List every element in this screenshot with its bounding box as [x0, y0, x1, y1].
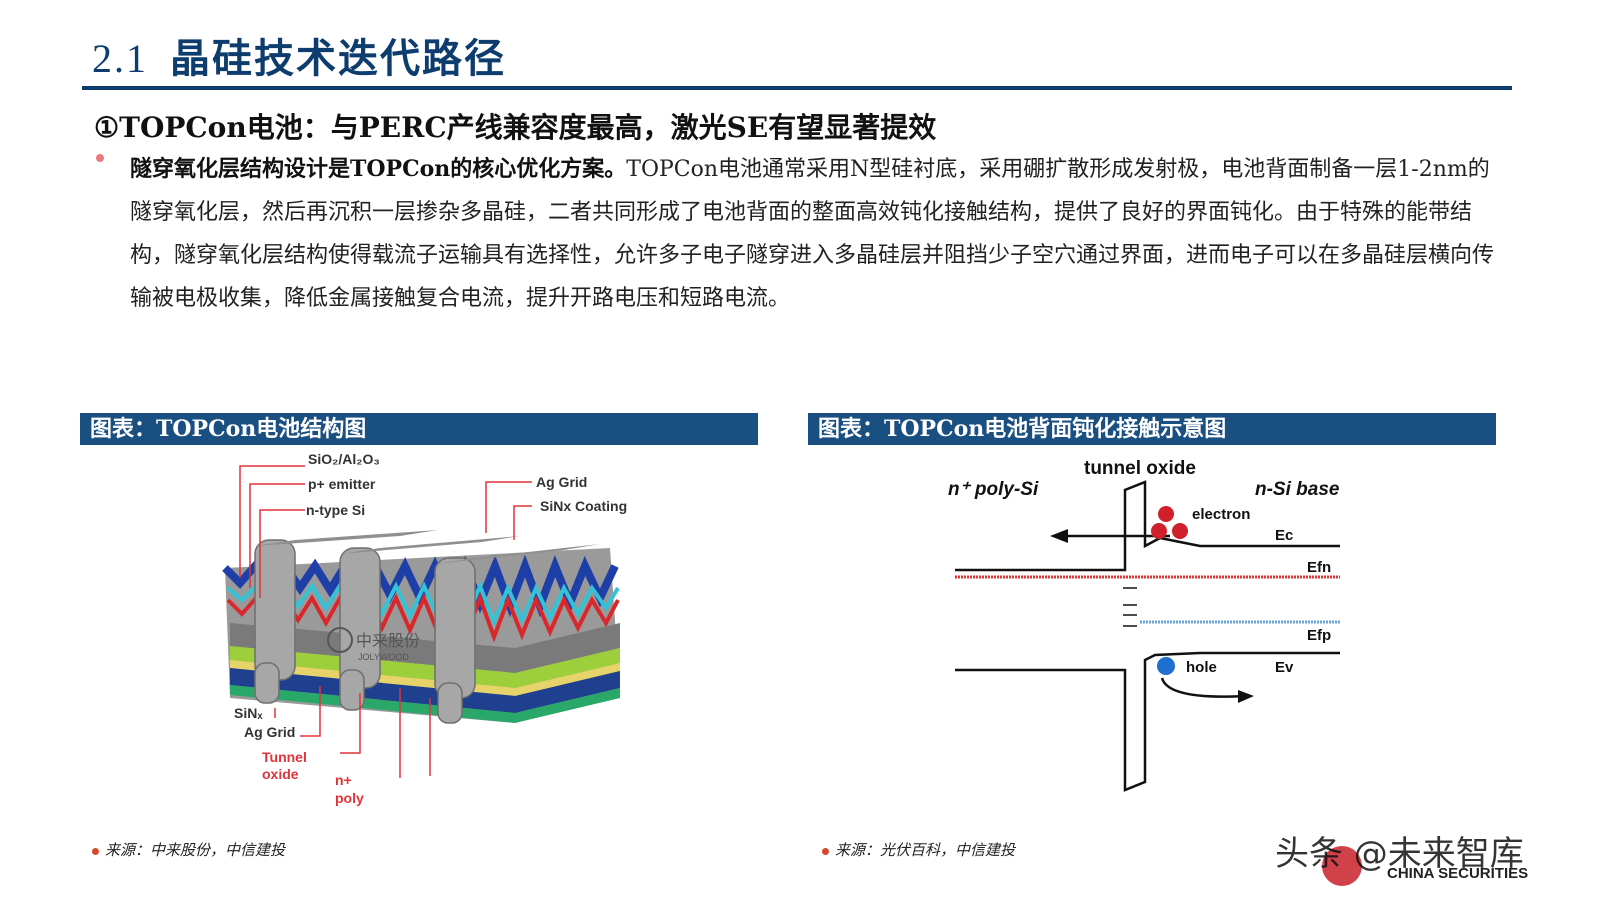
label-poly: poly: [335, 790, 364, 806]
jolywood-logo-icon: [327, 627, 353, 653]
watermark-brand: CHINA SECURITIES: [1387, 865, 1529, 882]
source-dot-icon: [92, 847, 99, 855]
section-title: 晶硅技术迭代路径: [170, 35, 506, 82]
left-panel-title: 图表：TOPCon电池结构图: [80, 413, 758, 445]
label-efn: Efn: [1307, 559, 1331, 576]
title-rule: [82, 86, 1512, 90]
label-sio2: SiO₂/Al₂O₃: [308, 451, 380, 467]
label-efp: Efp: [1307, 627, 1331, 644]
right-source-text: 来源：光伏百科，中信建投: [835, 841, 1016, 859]
paragraph-lead: 隧穿氧化层结构设计是TOPCon的核心优化方案。: [130, 156, 627, 182]
subheading: ①TOPCon电池：与PERC产线兼容度最高，激光SE有望显著提效: [94, 111, 937, 144]
label-hole: hole: [1186, 659, 1217, 676]
label-p-emitter: p+ emitter: [308, 476, 376, 492]
topcon-structure-diagram: 中来股份 JOLYWOOD SiO₂/Al₂O₃ p+ emitter n-ty…: [222, 451, 627, 806]
label-sinx: SiNₓ: [234, 705, 263, 721]
electron-icon: [1172, 523, 1188, 539]
label-n-si-base: n-Si base: [1255, 479, 1340, 500]
label-ev: Ev: [1275, 659, 1294, 676]
body-paragraph: 隧穿氧化层结构设计是TOPCon的核心优化方案。TOPCon电池通常采用N型硅衬…: [130, 148, 1510, 320]
left-source-text: 来源：中来股份，中信建投: [105, 841, 286, 859]
label-tunnel-oxide: tunnel oxide: [1084, 458, 1196, 479]
logo-text: 中来股份: [356, 632, 420, 650]
left-source: 来源：中来股份，中信建投: [92, 839, 285, 860]
paragraph-body: TOPCon电池通常采用N型硅衬底，采用硼扩散形成发射极，电池背面制备一层1-2…: [130, 157, 1495, 311]
watermark-logo-icon: [1322, 846, 1362, 886]
electron-icon: [1158, 506, 1174, 522]
label-oxide: oxide: [262, 766, 299, 782]
page-title: 2.1 晶硅技术迭代路径: [92, 26, 506, 84]
label-n-type-si: n-type Si: [306, 502, 365, 518]
section-number: 2.1: [92, 36, 148, 81]
passivation-band-diagram: tunnel oxide n⁺ poly-Si n-Si base electr…: [948, 458, 1340, 792]
label-sinx-coating: SiNx Coating: [540, 498, 627, 514]
bullet-dot: [96, 154, 104, 162]
source-dot-icon: [822, 847, 829, 855]
label-ag-grid-bottom: Ag Grid: [244, 724, 295, 740]
logo-subtext: JOLYWOOD: [358, 652, 409, 662]
label-n-plus: n+: [335, 772, 352, 788]
hole-icon: [1157, 657, 1175, 675]
label-ag-grid-top: Ag Grid: [536, 474, 587, 490]
label-tunnel: Tunnel: [262, 749, 307, 765]
label-n-poly-si: n⁺ poly-Si: [948, 479, 1039, 500]
label-ec: Ec: [1275, 527, 1293, 544]
watermark-text: 头条 @未来智库: [1275, 834, 1524, 874]
electron-icon: [1151, 523, 1167, 539]
right-panel-title: 图表：TOPCon电池背面钝化接触示意图: [808, 413, 1496, 445]
right-source: 来源：光伏百科，中信建投: [822, 839, 1015, 860]
label-electron: electron: [1192, 506, 1250, 523]
